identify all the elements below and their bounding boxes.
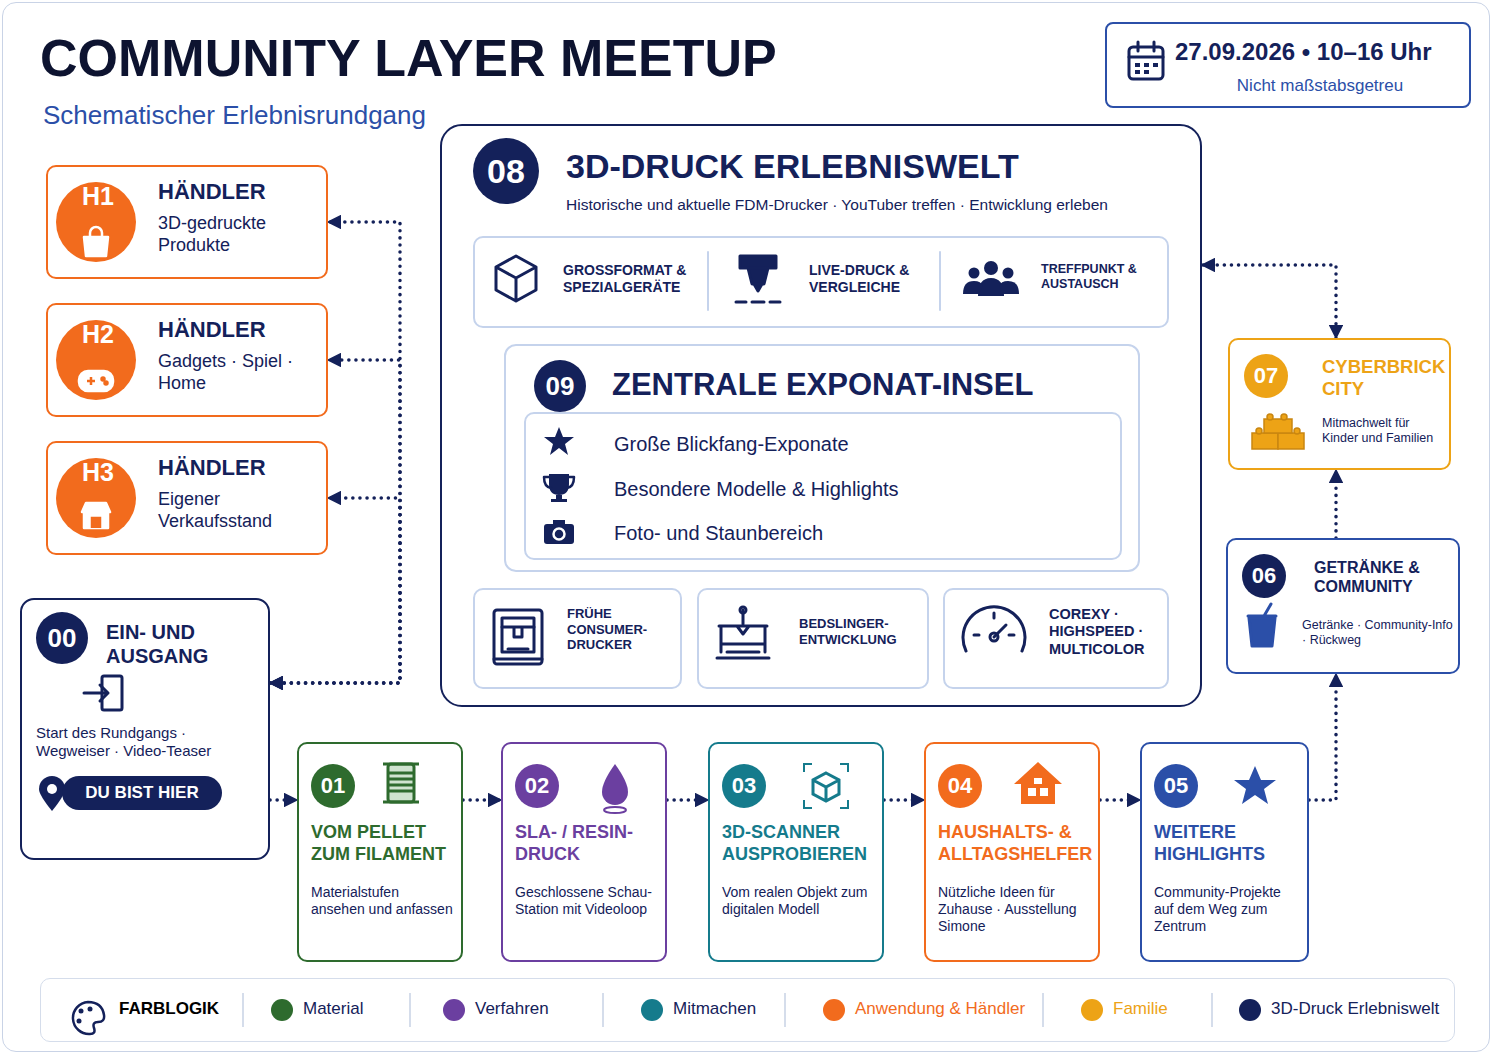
node-text: BEDSLINGER-ENTWICKLUNG bbox=[799, 616, 927, 647]
node-text: COREXY · HIGHSPEED · MULTICOLOR bbox=[1049, 606, 1165, 658]
node-label: GROSSFORMAT & SPEZIALGERÄTE bbox=[563, 262, 713, 296]
node-text: Materialstufen ansehen und anfassen bbox=[311, 884, 455, 918]
number-badge: 01 bbox=[311, 764, 355, 808]
legend-text: 3D-Druck Erlebniswelt bbox=[1271, 999, 1439, 1019]
diagram-caption: Schematischer Erlebnisrundgang bbox=[43, 100, 426, 131]
node-text: Historische und aktuelle FDM-Drucker · Y… bbox=[566, 196, 1186, 215]
node-text: LIVE-DRUCK & VERGLEICHE bbox=[809, 262, 959, 296]
node-text: Nützliche Ideen für Zuhause · Ausstellun… bbox=[938, 884, 1092, 934]
number-badge: 09 bbox=[534, 360, 586, 412]
node-text: Eigener Verkaufsstand bbox=[158, 489, 323, 532]
node-text: Getränke · Community-Info · Rückweg bbox=[1302, 618, 1456, 648]
legend-text: Verfahren bbox=[475, 999, 549, 1019]
drinks-box: 06 GETRÄNKE & COMMUNITY Getränke · Communi… bbox=[1226, 538, 1460, 674]
station-box: 02SLA- / RESIN-DRUCK Geschlossene Schau-S… bbox=[501, 742, 667, 962]
node-text: 3D-gedruckte Produkte bbox=[158, 213, 323, 256]
history-box: FRÜHE CONSUMER-DRUCKER bbox=[473, 588, 682, 689]
node-text: HÄNDLER bbox=[158, 317, 323, 343]
node-text: CYBERBRICK CITY bbox=[1322, 356, 1446, 400]
node-label: H2 bbox=[58, 319, 138, 349]
dotted-connector bbox=[1100, 798, 1140, 802]
dotted-connector bbox=[270, 798, 297, 802]
number-badge: 07 bbox=[1244, 354, 1288, 398]
node-text: EIN- UND AUSGANG bbox=[106, 620, 256, 668]
legend-text: Mitmachen bbox=[673, 999, 756, 1019]
station-box: 04HAUSHALTS- & ALLTAGSHELFER Nützliche Id… bbox=[924, 742, 1100, 962]
number-badge: 00 bbox=[36, 612, 88, 664]
legend-text: Anwendung & Händler bbox=[855, 999, 1025, 1019]
number-badge: 05 bbox=[1154, 764, 1198, 808]
node-text: HÄNDLER bbox=[158, 455, 323, 481]
dotted-connector bbox=[667, 798, 708, 802]
node-text: Besondere Modelle & Highlights bbox=[614, 477, 1094, 501]
node-text: DU BIST HIER bbox=[68, 783, 216, 803]
node-text: TREFFPUNKT & AUSTAUSCH bbox=[1041, 262, 1166, 292]
number-badge: 03 bbox=[722, 764, 766, 808]
family-box: 07 CYBERBRICK CITY Mitmachwelt für Kinder … bbox=[1228, 338, 1451, 470]
you-are-here-pill: DU BIST HIER bbox=[62, 776, 222, 810]
node-text: Community-Projekte auf dem Weg zum Zentr… bbox=[1154, 884, 1301, 934]
node-text: Geschlossene Schau-Station mit Videoloop bbox=[515, 884, 659, 918]
node-label: H1 bbox=[58, 181, 138, 211]
node-text: Start des Rundgangs · Wegweiser · Video-… bbox=[36, 724, 260, 760]
node-text: Mitmachwelt für Kinder und Familien bbox=[1322, 416, 1446, 446]
node-text: 3D-DRUCK ERLEBNISWELT bbox=[566, 146, 1186, 187]
node-text: HAUSHALTS- & ALLTAGSHELFER bbox=[938, 822, 1092, 865]
legend-swatch bbox=[823, 999, 845, 1021]
date-box: 27.09.2026 • 10–16 UhrNicht maßstabsgetr… bbox=[1105, 22, 1471, 108]
entrance-box: 00 EIN- UND AUSGANG Start des Rundgangs · … bbox=[20, 598, 270, 860]
node-text: 3D-SCANNER AUSPROBIEREN bbox=[722, 822, 876, 865]
node-text: Gadgets · Spiel · Home bbox=[158, 351, 323, 394]
number-badge: 06 bbox=[1242, 554, 1286, 598]
node-label: 27.09.2026 • 10–16 Uhr bbox=[1175, 38, 1465, 67]
node-text: Vom realen Objekt zum digitalen Modell bbox=[722, 884, 876, 918]
node-text: WEITERE HIGHLIGHTS bbox=[1154, 822, 1301, 865]
vendor-box: H3 HÄNDLER Eigener Verkaufsstand bbox=[46, 441, 328, 555]
legend-text: Material bbox=[303, 999, 363, 1019]
station-box: 05WEITERE HIGHLIGHTS Community-Projekte a… bbox=[1140, 742, 1309, 962]
vendor-box: H1 HÄNDLER 3D-gedruckte Produkte bbox=[46, 165, 328, 279]
dotted-connector bbox=[270, 360, 400, 683]
legend-swatch bbox=[1239, 999, 1261, 1021]
legend-swatch bbox=[641, 999, 663, 1021]
legend-bar: FARBLOGIK Material Verfahren Mitmachen Anwen… bbox=[40, 978, 1455, 1042]
legend-swatch bbox=[443, 999, 465, 1021]
history-box: COREXY · HIGHSPEED · MULTICOLOR bbox=[943, 588, 1169, 689]
dotted-connector bbox=[1309, 674, 1336, 800]
feature-strip: GROSSFORMAT & SPEZIALGERÄTE LIVE-DRUCK & … bbox=[473, 236, 1169, 328]
node-label: H3 bbox=[58, 457, 138, 487]
experience-area: 08 3D-DRUCK ERLEBNISWELT Historische und a… bbox=[440, 124, 1202, 707]
node-text: Nicht maßstabsgetreu bbox=[1175, 76, 1465, 96]
node-text: Foto- und Staunbereich bbox=[614, 521, 1094, 545]
exhibit-island: 09 ZENTRALE EXPONAT-INSEL Große Blickfang-… bbox=[504, 344, 1140, 572]
legend-swatch bbox=[1081, 999, 1103, 1021]
exhibit-list: Große Blickfang-ExponateBesondere Modell… bbox=[524, 412, 1122, 560]
legend-text: Familie bbox=[1113, 999, 1168, 1019]
dotted-connector bbox=[463, 798, 501, 802]
number-badge: 04 bbox=[938, 764, 982, 808]
node-text: FRÜHE CONSUMER-DRUCKER bbox=[567, 606, 679, 653]
dotted-connector bbox=[1202, 265, 1336, 338]
node-text: GETRÄNKE & COMMUNITY bbox=[1314, 558, 1458, 596]
legend-title: FARBLOGIK bbox=[119, 999, 219, 1019]
node-text: HÄNDLER bbox=[158, 179, 323, 205]
node-text: SLA- / RESIN-DRUCK bbox=[515, 822, 659, 865]
number-badge: 02 bbox=[515, 764, 559, 808]
node-label: Große Blickfang-Exponate bbox=[614, 432, 1094, 456]
number-badge: 08 bbox=[473, 138, 539, 204]
diagram-title: COMMUNITY LAYER MEETUP bbox=[40, 28, 777, 88]
dotted-connector bbox=[270, 498, 400, 683]
history-box: BEDSLINGER-ENTWICKLUNG bbox=[697, 588, 929, 689]
station-box: 03 3D-SCANNER AUSPROBIEREN Vom realen Obje… bbox=[708, 742, 884, 962]
node-text: ZENTRALE EXPONAT-INSEL bbox=[612, 366, 1122, 403]
vendor-box: H2 HÄNDLER Gadgets · Spiel · Home bbox=[46, 303, 328, 417]
station-box: 01VOM PELLET ZUM FILAMENT Materialstufen … bbox=[297, 742, 463, 962]
node-text: VOM PELLET ZUM FILAMENT bbox=[311, 822, 455, 865]
legend-swatch bbox=[271, 999, 293, 1021]
dotted-connector bbox=[270, 222, 400, 683]
dotted-connector bbox=[1334, 470, 1338, 538]
dotted-connector bbox=[884, 798, 924, 802]
